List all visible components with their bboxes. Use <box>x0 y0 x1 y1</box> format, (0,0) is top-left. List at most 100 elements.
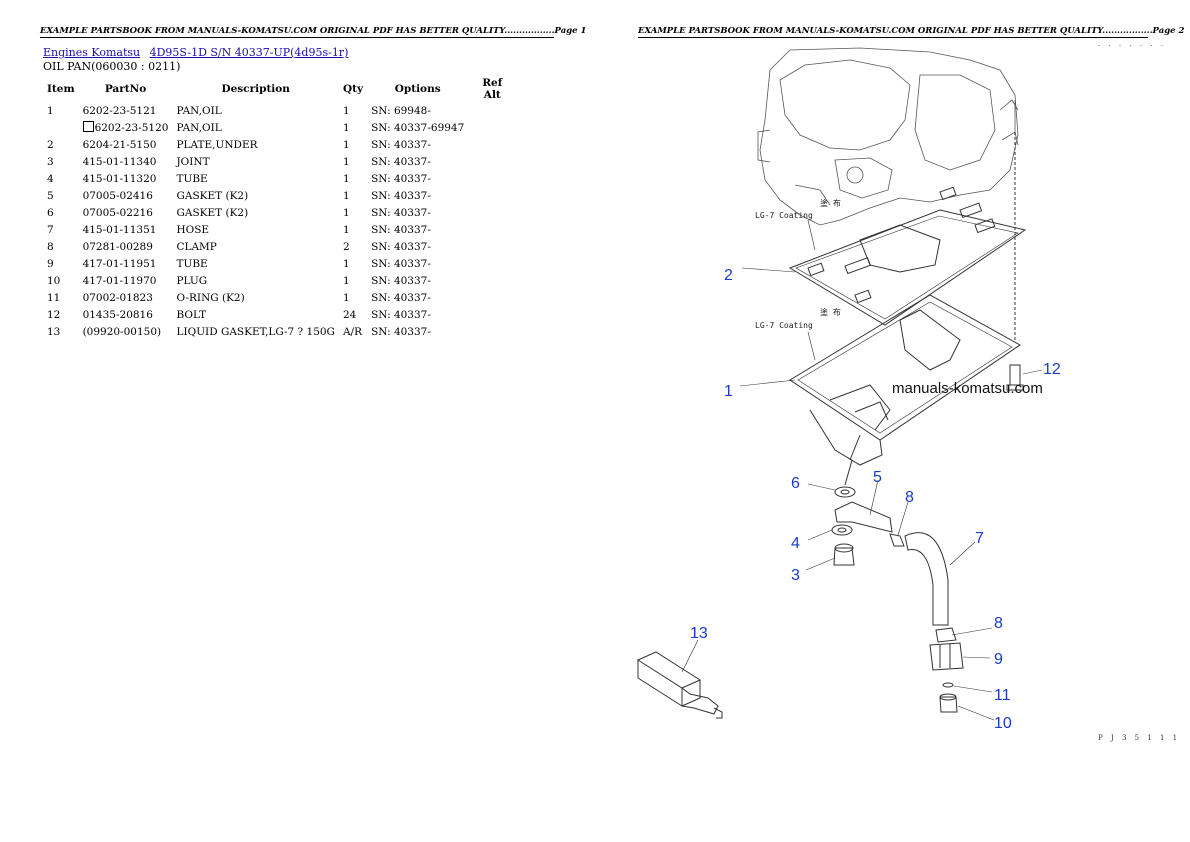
cell-description: PAN,OIL <box>176 121 222 134</box>
cell-item: 13 <box>47 325 61 338</box>
bolt-drawing <box>1006 132 1024 391</box>
cell-item: 7 <box>47 223 54 236</box>
cell-item: 3 <box>47 155 54 168</box>
cell-item: 8 <box>47 240 54 253</box>
cell-qty: 24 <box>342 308 357 321</box>
cell-description: TUBE <box>176 257 208 270</box>
cell-ref-alt <box>468 272 516 289</box>
cell-options: SN: 40337- <box>371 155 431 168</box>
cell-description: BOLT <box>176 308 207 321</box>
table-header-row: Item PartNo Description Qty Options Ref … <box>43 76 516 102</box>
cell-qty: 1 <box>342 138 350 151</box>
cell-options: SN: 40337-69947 <box>371 121 465 134</box>
cell-description: PLATE,UNDER <box>176 138 258 151</box>
table-row: 3 415-01-11340 JOINT 1 SN: 40337- <box>43 153 516 170</box>
cell-qty: 1 <box>342 257 350 270</box>
cell-ref-alt <box>468 153 516 170</box>
cell-item: 10 <box>47 274 61 287</box>
breadcrumb-link-model[interactable]: 4D95S-1D S/N 40337-UP(4d95s-1r) <box>149 46 349 59</box>
cell-qty: 1 <box>342 274 350 287</box>
cell-description: PLUG <box>176 274 208 287</box>
cell-options: SN: 40337- <box>371 308 431 321</box>
cell-qty: 1 <box>342 291 350 304</box>
cell-options: SN: 40337- <box>371 274 431 287</box>
cell-options: SN: 40337- <box>371 291 431 304</box>
cell-ref-alt <box>468 221 516 238</box>
cell-ref-alt <box>468 238 516 255</box>
watermark: manuals-komatsu.com <box>892 380 1043 397</box>
callout-5: 4 <box>791 535 800 552</box>
cell-qty: 1 <box>342 104 350 117</box>
cell-partno: (09920-00150) <box>82 325 162 338</box>
cell-description: GASKET (K2) <box>176 206 249 219</box>
cell-options: SN: 40337- <box>371 172 431 185</box>
cell-description: JOINT <box>176 155 210 168</box>
cell-ref-alt <box>468 255 516 272</box>
alt-checkbox-icon <box>82 121 94 132</box>
cell-options: SN: 40337- <box>371 223 431 236</box>
cell-options: SN: 40337- <box>371 325 431 338</box>
cell-ref-alt <box>468 187 516 204</box>
col-header-description: Description <box>221 83 290 95</box>
cell-qty: 1 <box>342 155 350 168</box>
cell-description: HOSE <box>176 223 210 236</box>
cell-options: SN: 40337- <box>371 257 431 270</box>
callout-13: 13 <box>690 625 708 642</box>
coating-label-1: LG-7 Coating <box>755 211 813 220</box>
cell-partno: 415-01-11320 <box>82 172 157 185</box>
cell-partno: 07002-01823 <box>82 291 153 304</box>
callout-12: 12 <box>1043 361 1061 378</box>
col-header-qty: Qty <box>342 83 364 95</box>
cell-partno: 415-01-11340 <box>82 155 157 168</box>
page-header-1: EXAMPLE PARTSBOOK FROM MANUALS-KOMATSU.C… <box>40 26 587 38</box>
callout-8b: 8 <box>994 615 1003 632</box>
page-dots: . . . . . . . <box>1098 40 1166 48</box>
callout-4: 5 <box>873 469 882 486</box>
cell-qty: 1 <box>342 206 350 219</box>
cell-item: 5 <box>47 189 54 202</box>
breadcrumb-link-engines[interactable]: Engines Komatsu <box>43 46 141 59</box>
cell-ref-alt <box>468 170 516 187</box>
cell-partno: 6204-21-5150 <box>82 138 157 151</box>
coating-kanji-1: 塗 布 <box>820 198 841 208</box>
partno-text: 6202-23-5120 <box>94 122 169 134</box>
cell-options: SN: 40337- <box>371 206 431 219</box>
callout-11: 11 <box>994 687 1011 704</box>
cell-description: TUBE <box>176 172 208 185</box>
gasket-tube-drawing <box>636 651 723 719</box>
cell-ref-alt <box>468 323 516 340</box>
cell-item: 9 <box>47 257 54 270</box>
cell-partno: 417-01-11970 <box>82 274 157 287</box>
cell-description: LIQUID GASKET,LG-7 ? 150G <box>176 325 335 338</box>
coating-label-2: LG-7 Coating <box>755 321 813 330</box>
cell-partno: 6202-23-5120 <box>79 119 173 136</box>
cell-qty: 1 <box>342 172 350 185</box>
cell-item: 6 <box>47 206 54 219</box>
cell-ref-alt <box>468 204 516 221</box>
cell-item: 2 <box>47 138 54 151</box>
cell-description: CLAMP <box>176 240 217 253</box>
col-header-ref-alt: Ref Alt <box>482 77 503 101</box>
engine-block-drawing <box>757 47 1019 226</box>
cell-qty: 1 <box>342 189 350 202</box>
page-header-2: EXAMPLE PARTSBOOK FROM MANUALS-KOMATSU.C… <box>638 26 1185 38</box>
cell-partno: 07005-02416 <box>82 189 153 202</box>
col-header-partno: PartNo <box>104 83 147 95</box>
table-row: 10 417-01-11970 PLUG 1 SN: 40337- <box>43 272 516 289</box>
cell-options: SN: 69948- <box>371 104 431 117</box>
cell-item: 1 <box>47 104 54 117</box>
cell-qty: 2 <box>342 240 350 253</box>
plumbing-drawing <box>831 486 964 713</box>
cell-description: O-RING (K2) <box>176 291 245 304</box>
cell-description: GASKET (K2) <box>176 189 249 202</box>
